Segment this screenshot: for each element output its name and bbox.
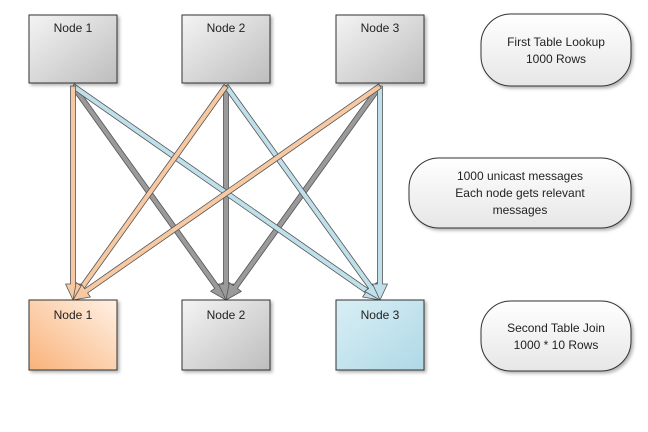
arrow-group <box>65 83 388 301</box>
arrow-node1-to-node1 <box>65 85 81 301</box>
messages-line3: messages <box>493 203 548 217</box>
second-join-note: Second Table Join 1000 * 10 Rows <box>480 300 632 372</box>
first-lookup-line1: First Table Lookup <box>507 35 605 49</box>
top-node-1-label: Node 1 <box>54 21 93 35</box>
bottom-node-2-label: Node 2 <box>207 308 246 322</box>
arrow-node3-to-node1 <box>72 83 382 301</box>
bottom-node-3-label: Node 3 <box>361 308 400 322</box>
top-node-3-label: Node 3 <box>361 21 400 35</box>
second-join-line2: 1000 * 10 Rows <box>514 338 599 352</box>
bottom-node-3: Node 3 <box>335 299 425 371</box>
top-node-3: Node 3 <box>335 14 425 84</box>
messages-note: 1000 unicast messages Each node gets rel… <box>408 157 632 229</box>
first-lookup-line2: 1000 Rows <box>526 52 586 66</box>
arrow-node3-to-node3 <box>372 85 388 301</box>
messages-line1: 1000 unicast messages <box>457 169 583 183</box>
bottom-node-2: Node 2 <box>181 299 271 371</box>
second-join-line1: Second Table Join <box>507 321 605 335</box>
first-lookup-note: First Table Lookup 1000 Rows <box>480 13 632 87</box>
bottom-node-1: Node 1 <box>28 299 118 371</box>
top-node-2-label: Node 2 <box>207 21 246 35</box>
top-node-1: Node 1 <box>28 14 118 84</box>
messages-line2: Each node gets relevant <box>455 186 585 200</box>
bottom-node-1-label: Node 1 <box>54 308 93 322</box>
top-node-2: Node 2 <box>181 14 271 84</box>
